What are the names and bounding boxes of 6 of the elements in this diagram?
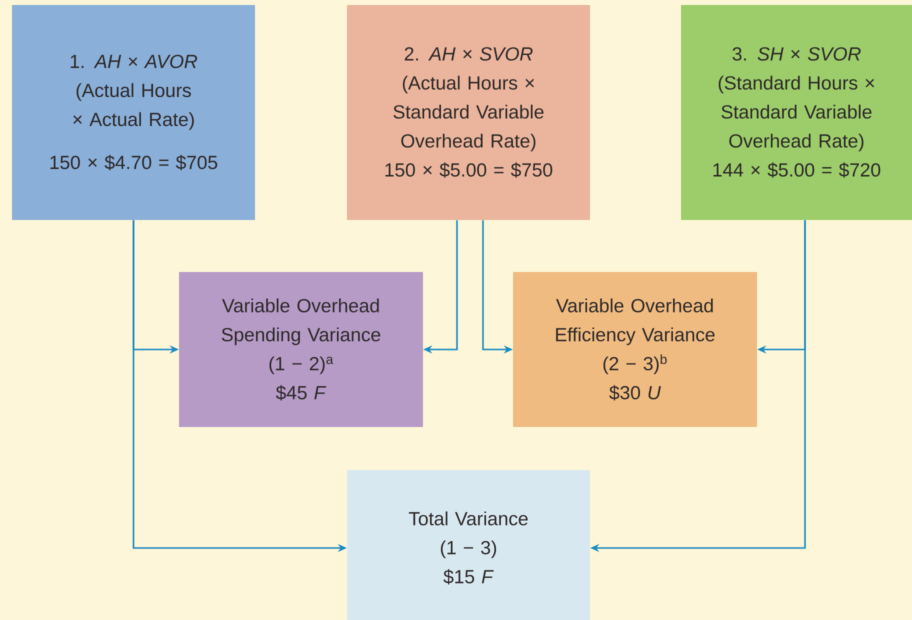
total-variance-box: Total Variance (1 − 3) $15 F bbox=[347, 470, 590, 620]
cost-box: 2. AH × SVOR (Actual Hours × Standard Variable Overhead Rate) 150 × $5.00 = $750 bbox=[347, 5, 590, 220]
cost-box: 3. SH × SVOR (Standard Hours × Standard Variable Overhead Rate) 144 × $5.00 = $720 bbox=[681, 5, 912, 220]
variance-box: Variable Overhead Spending Variance (1 − 2)$^{a}$ $45 F bbox=[179, 272, 423, 427]
variance-box: Variable Overhead Efficiency Variance (2 − 3)$^{b}$ $30 U bbox=[513, 272, 757, 427]
cost-box: 1. AH × AVOR (Actual Hours × Actual Rate) 150 × $4.70 = $705 bbox=[12, 5, 255, 220]
